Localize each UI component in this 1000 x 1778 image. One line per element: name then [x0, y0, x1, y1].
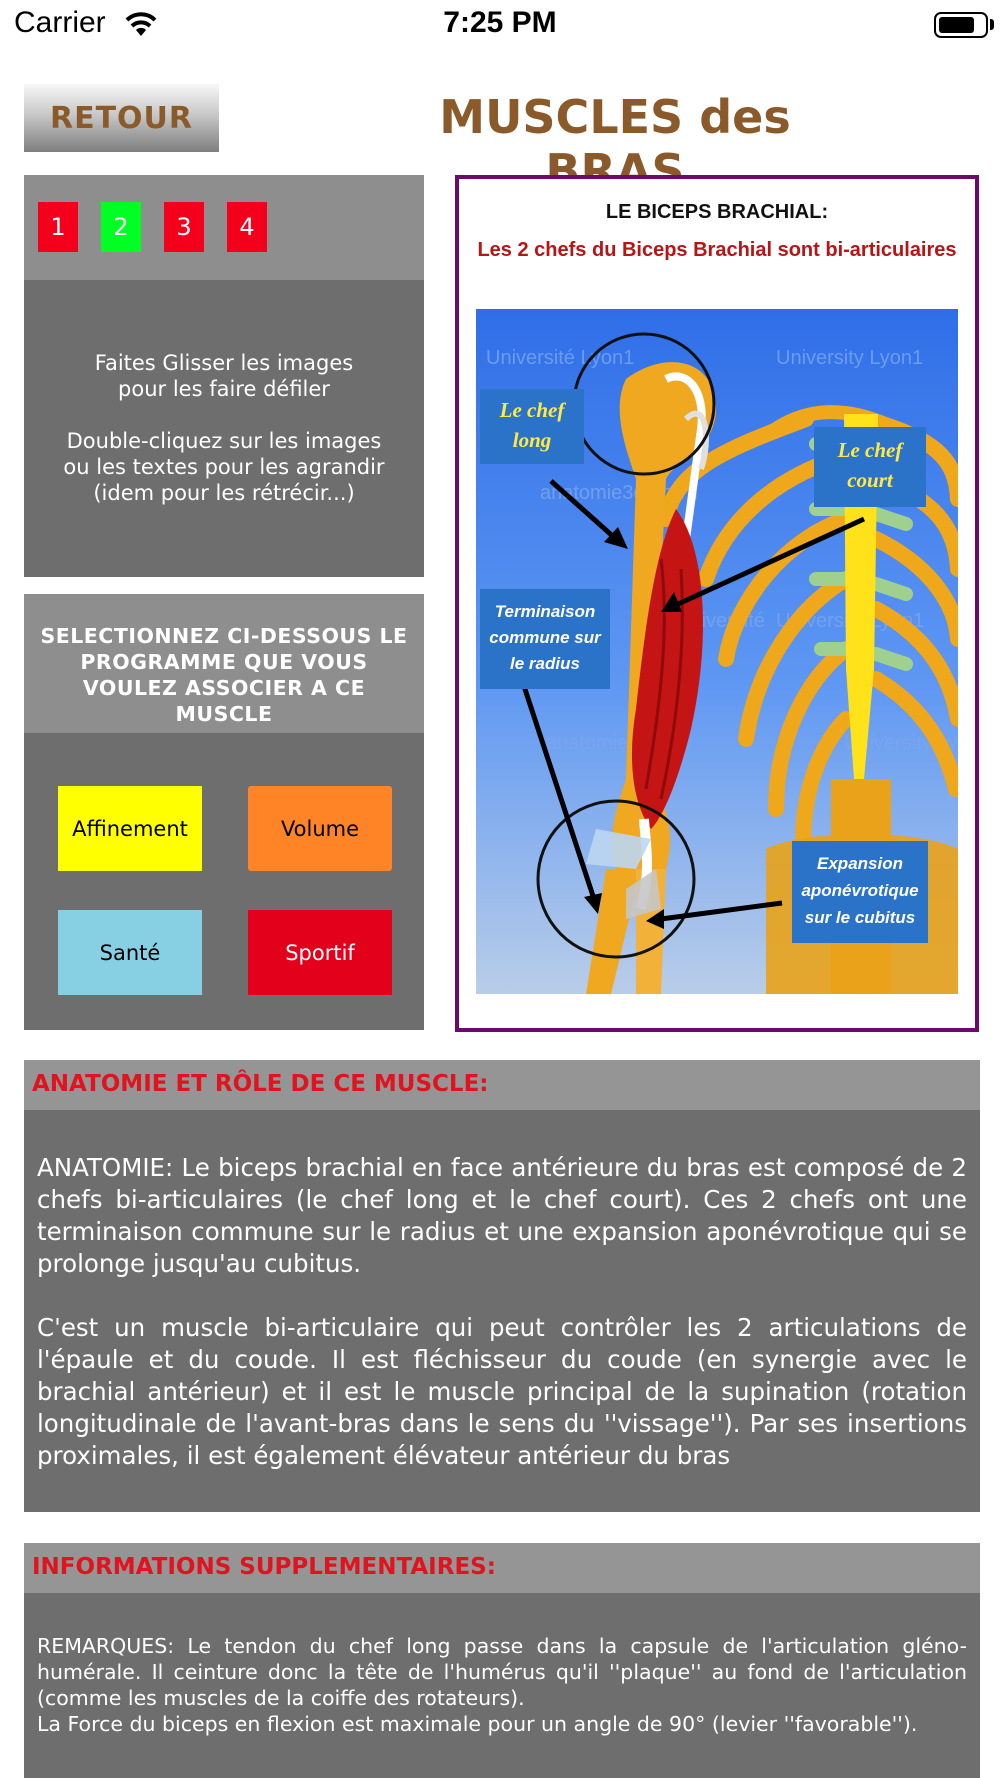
carrier-label: Carrier	[14, 6, 106, 39]
label-chef-court-1: Le chef	[837, 438, 905, 462]
anatomy-text: ANATOMIE: Le biceps brachial en face ant…	[37, 1153, 967, 1470]
label-terminaison-1: Terminaison	[495, 602, 595, 621]
image-tab-3[interactable]: 3	[164, 202, 204, 252]
program-buttons-panel: Affinement Volume Santé Sportif	[24, 733, 424, 1030]
watermark-1: Université Lyon1	[486, 347, 634, 369]
label-expansion-1: Expansion	[817, 854, 903, 873]
extra-info-heading: INFORMATIONS SUPPLEMENTAIRES:	[32, 1554, 496, 1580]
program-sportif-button[interactable]: Sportif	[248, 910, 392, 995]
program-select-header: SELECTIONNEZ CI-DESSOUS LE PROGRAMME QUE…	[24, 594, 424, 733]
program-affinement-button[interactable]: Affinement	[58, 786, 202, 871]
biceps-illustration: Université Lyon1 University Lyon1 Univer…	[476, 309, 958, 994]
extra-info-section-body[interactable]: REMARQUES: Le tendon du chef long passe …	[24, 1593, 980, 1778]
figure-subtitle: Les 2 chefs du Biceps Brachial sont bi-a…	[477, 239, 957, 261]
figure-title: LE BICEPS BRACHIAL:	[605, 201, 829, 223]
image-tab-1[interactable]: 1	[38, 202, 78, 252]
back-button[interactable]: RETOUR	[24, 84, 219, 152]
program-sante-button[interactable]: Santé	[58, 910, 202, 995]
image-tabs-bar: 1 2 3 4	[24, 175, 424, 280]
label-terminaison-2: commune sur	[489, 628, 602, 647]
program-select-heading: SELECTIONNEZ CI-DESSOUS LE PROGRAMME QUE…	[40, 624, 408, 726]
label-chef-long-2: long	[513, 428, 552, 452]
label-expansion-3: sur le cubitus	[805, 908, 916, 927]
anatomy-section-header: ANATOMIE ET RÔLE DE CE MUSCLE:	[24, 1060, 980, 1110]
label-expansion-2: aponévrotique	[801, 881, 918, 900]
extra-info-section-header: INFORMATIONS SUPPLEMENTAIRES:	[24, 1543, 980, 1593]
image-tab-4[interactable]: 4	[227, 202, 267, 252]
muscle-image-frame[interactable]: LE BICEPS BRACHIAL: Les 2 chefs du Bicep…	[455, 175, 979, 1032]
wifi-icon	[125, 12, 157, 36]
anatomy-section-body[interactable]: ANATOMIE: Le biceps brachial en face ant…	[24, 1110, 980, 1512]
anatomy-heading: ANATOMIE ET RÔLE DE CE MUSCLE:	[32, 1071, 489, 1097]
status-time: 7:25 PM	[443, 6, 557, 39]
instructions-text: Faites Glisser les images pour les faire…	[63, 351, 385, 505]
label-terminaison-3: le radius	[510, 654, 580, 673]
extra-info-text: REMARQUES: Le tendon du chef long passe …	[37, 1634, 967, 1736]
battery-icon	[934, 12, 988, 38]
program-volume-button[interactable]: Volume	[248, 786, 392, 871]
image-tab-2[interactable]: 2	[101, 202, 141, 252]
label-chef-court-2: court	[847, 468, 894, 492]
watermark-2: University Lyon1	[776, 347, 923, 369]
instructions-panel: Faites Glisser les images pour les faire…	[24, 280, 424, 577]
battery-level	[939, 17, 975, 33]
label-chef-long-1: Le chef	[499, 398, 567, 422]
battery-tip	[990, 19, 994, 30]
